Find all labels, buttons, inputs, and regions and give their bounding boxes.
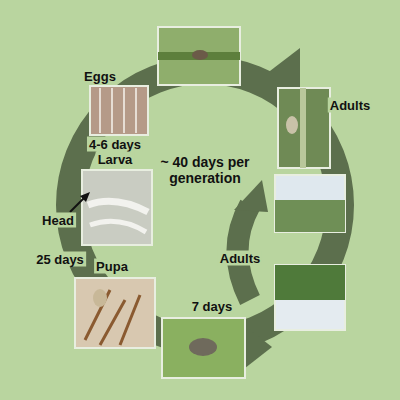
photo bbox=[162, 318, 245, 378]
part-label: Head bbox=[40, 213, 76, 228]
stage-label: Larva bbox=[96, 152, 135, 167]
stage-label: Pupa bbox=[94, 259, 130, 274]
duration-label: 4-6 days bbox=[87, 137, 143, 152]
stage-label: Adults bbox=[328, 98, 372, 113]
photo bbox=[275, 175, 345, 232]
stage-label: Adults bbox=[218, 251, 262, 266]
stage-label: Eggs bbox=[82, 69, 118, 84]
cycle-note: ~ 40 days per generation bbox=[151, 154, 259, 186]
photo bbox=[90, 86, 148, 135]
duration-label: 7 days bbox=[190, 299, 234, 314]
photo bbox=[278, 88, 330, 168]
duration-label: 25 days bbox=[34, 252, 86, 267]
photo bbox=[82, 170, 152, 245]
photo bbox=[158, 27, 240, 85]
head-pointer-tip bbox=[80, 192, 90, 202]
photo bbox=[275, 265, 345, 330]
photo bbox=[75, 278, 155, 348]
